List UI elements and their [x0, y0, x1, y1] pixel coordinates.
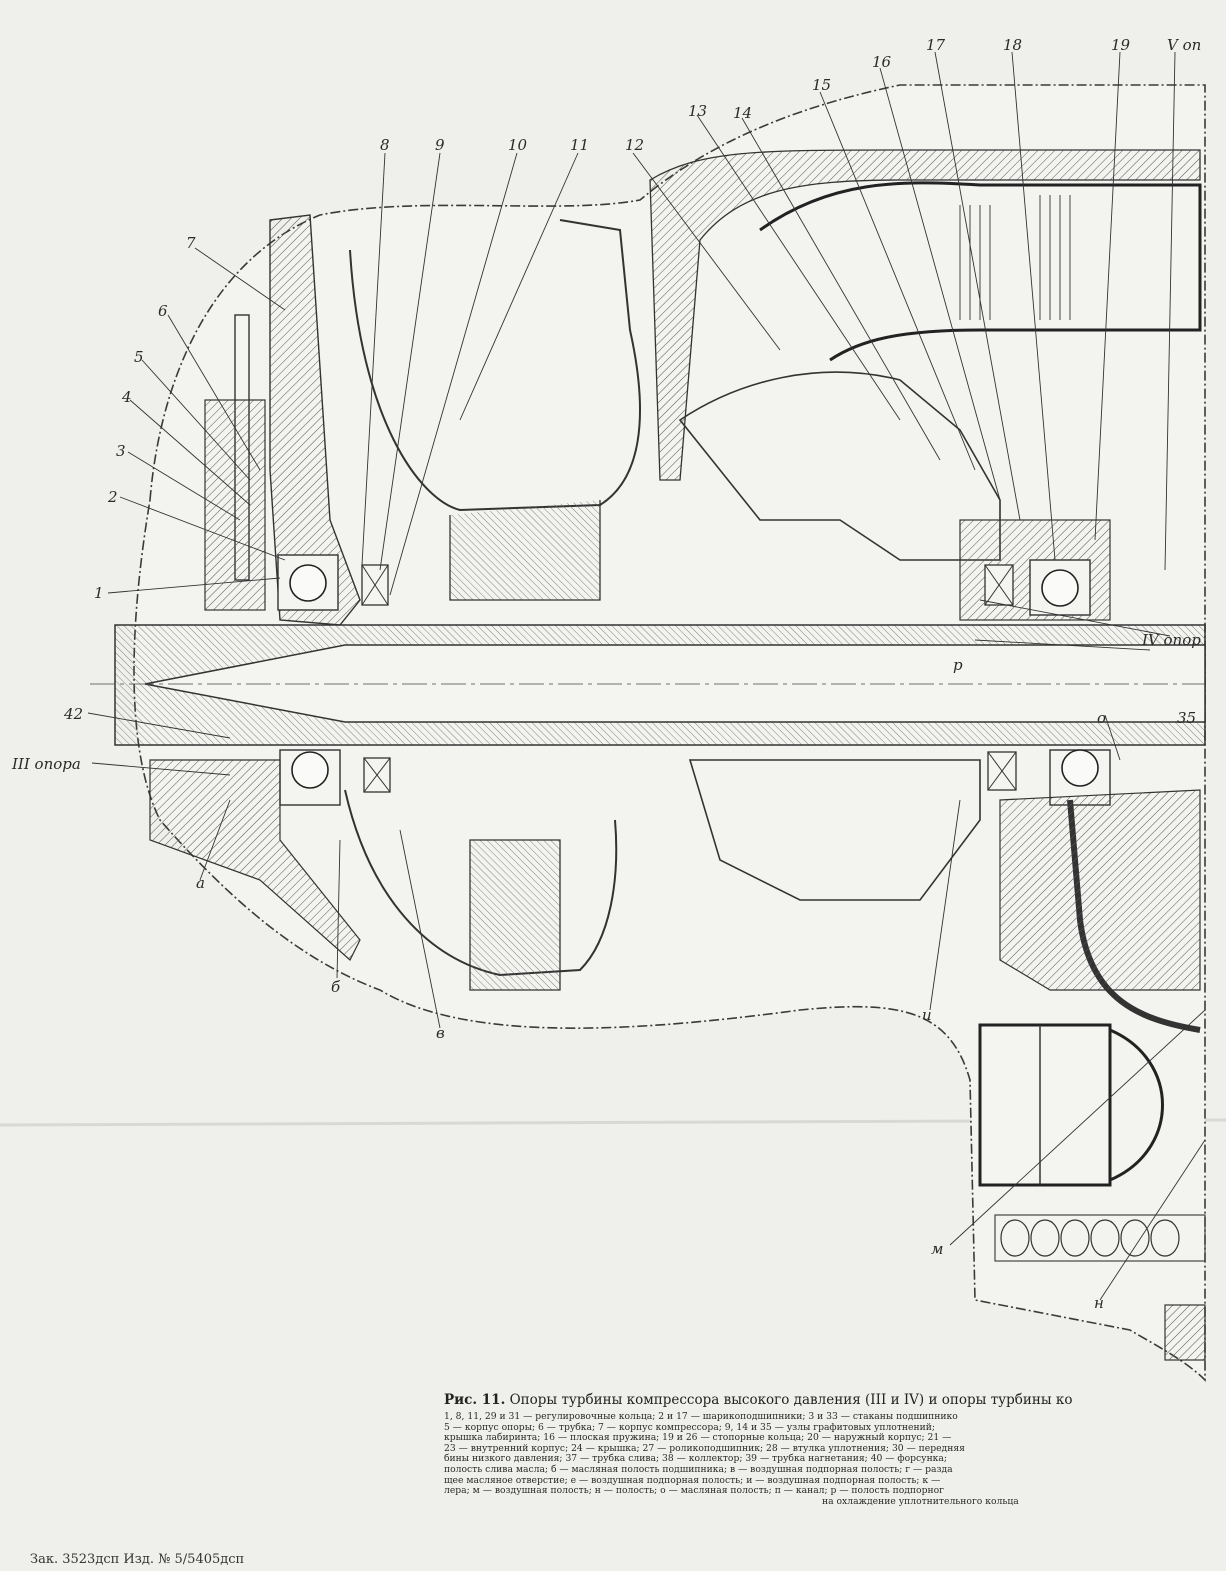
label-16: 16 [872, 53, 892, 71]
caption-line: 1, 8, 11, 29 и 31 — регулировочные кольц… [444, 1411, 958, 1422]
lp-turbine-casing [999, 789, 1201, 991]
caption-title-text: Опоры турбины компрессора высокого давле… [509, 1392, 1073, 1408]
label-7: 7 [186, 234, 196, 252]
caption-line: на охлаждение уплотнительного кольца [822, 1495, 1019, 1507]
label-12: 12 [625, 136, 644, 154]
label-m: м [931, 1240, 943, 1258]
print-footer: Зак. 3523дсп Изд. № 5/5405дсп [30, 1552, 245, 1567]
figure-caption: Рис. 11. Опоры турбины компрессора высок… [444, 1392, 1226, 1507]
leader-lines [87, 51, 1206, 1301]
lower-disc-hub [469, 839, 561, 991]
seal-iii-upper [361, 564, 389, 606]
label-3: 3 [116, 442, 126, 460]
label-b: б [331, 978, 341, 996]
bearing-iii-upper [277, 554, 339, 611]
label-i: и [922, 1006, 932, 1024]
label-n: н [1094, 1294, 1104, 1312]
label-11: 11 [570, 136, 589, 154]
label-o: о [1097, 709, 1106, 727]
caption-fig-number: Рис. 11. [444, 1392, 506, 1408]
seal-iv-lower [987, 751, 1017, 791]
label-v: в [436, 1024, 445, 1042]
label-42: 42 [63, 705, 83, 723]
nozzle-casing [649, 149, 1201, 481]
upper-disc-web [449, 500, 601, 601]
lower-casing [149, 759, 361, 961]
label-4: 4 [121, 388, 132, 406]
seal-iii-lower [363, 757, 391, 793]
label-15: 15 [812, 76, 831, 94]
caption-line: 23 — внутренний корпус; 24 — крышка; 27 … [444, 1442, 965, 1454]
caption-title: Рис. 11. Опоры турбины компрессора высок… [444, 1392, 1226, 1408]
caption-line: полость слива масла; б — масляная полост… [444, 1463, 953, 1475]
label-1: 1 [94, 584, 104, 602]
shaft-bore [144, 644, 1206, 723]
seal-iv-upper [984, 564, 1014, 606]
bearing-iii-lower [279, 749, 341, 806]
label-9: 9 [435, 136, 445, 154]
caption-line: бины низкого давления; 37 — трубка слива… [444, 1453, 948, 1465]
caption-line: крышка лабиринта; 16 — плоская пружина; … [444, 1432, 952, 1444]
lp-fitting [1164, 1304, 1206, 1361]
label-p: р [953, 656, 963, 674]
label-17: 17 [926, 36, 946, 54]
label-13: 13 [688, 102, 707, 120]
label-iii-opora: III опора [11, 755, 81, 773]
label-iv-opora: IV опор [1141, 631, 1201, 649]
label-6: 6 [158, 302, 168, 320]
lower-hp-casing [688, 759, 981, 901]
caption-line: лера; м — воздушная полость; н — полость… [444, 1485, 944, 1497]
label-8: 8 [380, 136, 390, 154]
label-a: а [196, 874, 205, 892]
label-14: 14 [733, 104, 752, 122]
label-5: 5 [134, 348, 144, 366]
label-35: 35 [1177, 709, 1196, 727]
label-10: 10 [508, 136, 528, 154]
combustor-liner [759, 181, 1202, 362]
label-2: 2 [107, 488, 118, 506]
flame-tube-holes [959, 195, 1071, 320]
label-19: 19 [1111, 36, 1131, 54]
bearing-iv-upper [1029, 559, 1091, 616]
caption-line: 5 — корпус опоры; 6 — трубка; 7 — корпус… [444, 1421, 935, 1433]
label-18: 18 [1003, 36, 1022, 54]
compressor-casing [269, 214, 361, 626]
lp-exhaust [978, 1023, 1164, 1187]
caption-line: щее масляное отверстие; е — воздушная по… [444, 1474, 941, 1486]
support-housing [204, 399, 266, 611]
lp-spring [994, 1214, 1206, 1262]
label-v-opora: V оп [1167, 36, 1201, 54]
